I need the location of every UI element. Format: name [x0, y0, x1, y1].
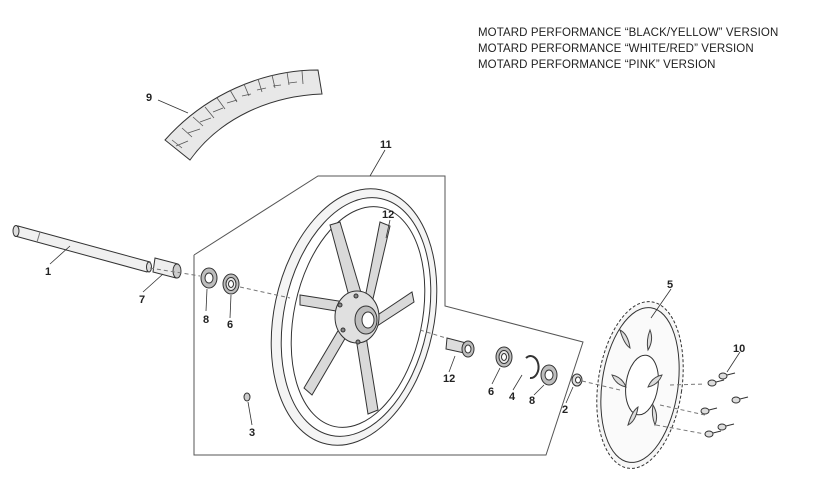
callout-6-right: 6: [488, 386, 494, 398]
wheel: [270, 188, 438, 446]
bearing-left: [222, 273, 240, 295]
title-black-yellow: MOTARD PERFORMANCE “BLACK/YELLOW” VERSIO…: [478, 27, 779, 39]
title-white-red: MOTARD PERFORMANCE “WHITE/RED” VERSION: [478, 43, 754, 55]
valve-stem: [445, 337, 475, 358]
bearing-right: [495, 346, 513, 368]
callout-2: 2: [562, 404, 568, 416]
leader-lines: [49, 99, 741, 426]
callout-10: 10: [733, 343, 745, 355]
spacer-right: [571, 373, 583, 387]
callout-4: 4: [509, 391, 516, 403]
callout-1: 1: [45, 266, 51, 278]
seal-right: [540, 364, 558, 386]
callout-5: 5: [667, 279, 673, 291]
callout-12: 12: [443, 373, 455, 385]
spacer-left: [152, 257, 182, 279]
axis-line: [149, 267, 706, 435]
callout-12-inner: 12: [382, 209, 394, 221]
callout-8-right: 8: [529, 395, 535, 407]
tyre-segment: [164, 69, 323, 161]
valve-bolt: [243, 392, 251, 402]
callout-9: 9: [146, 92, 152, 104]
seal-left: [200, 267, 218, 289]
axle: [12, 225, 152, 273]
callout-3: 3: [249, 427, 255, 439]
disc-bolts: [700, 372, 749, 438]
callout-6-left: 6: [227, 319, 233, 331]
title-pink: MOTARD PERFORMANCE “PINK” VERSION: [478, 59, 716, 71]
assembly-outline: [193, 175, 584, 456]
brake-disc: [596, 301, 684, 469]
callout-8-left: 8: [203, 314, 209, 326]
callout-11: 11: [380, 139, 392, 151]
circlip: [525, 355, 540, 380]
callout-7: 7: [139, 294, 145, 306]
callout-labels: 9 11 12 1 7 8 6 3 5 10 12 6 4 8 2: [45, 92, 745, 439]
